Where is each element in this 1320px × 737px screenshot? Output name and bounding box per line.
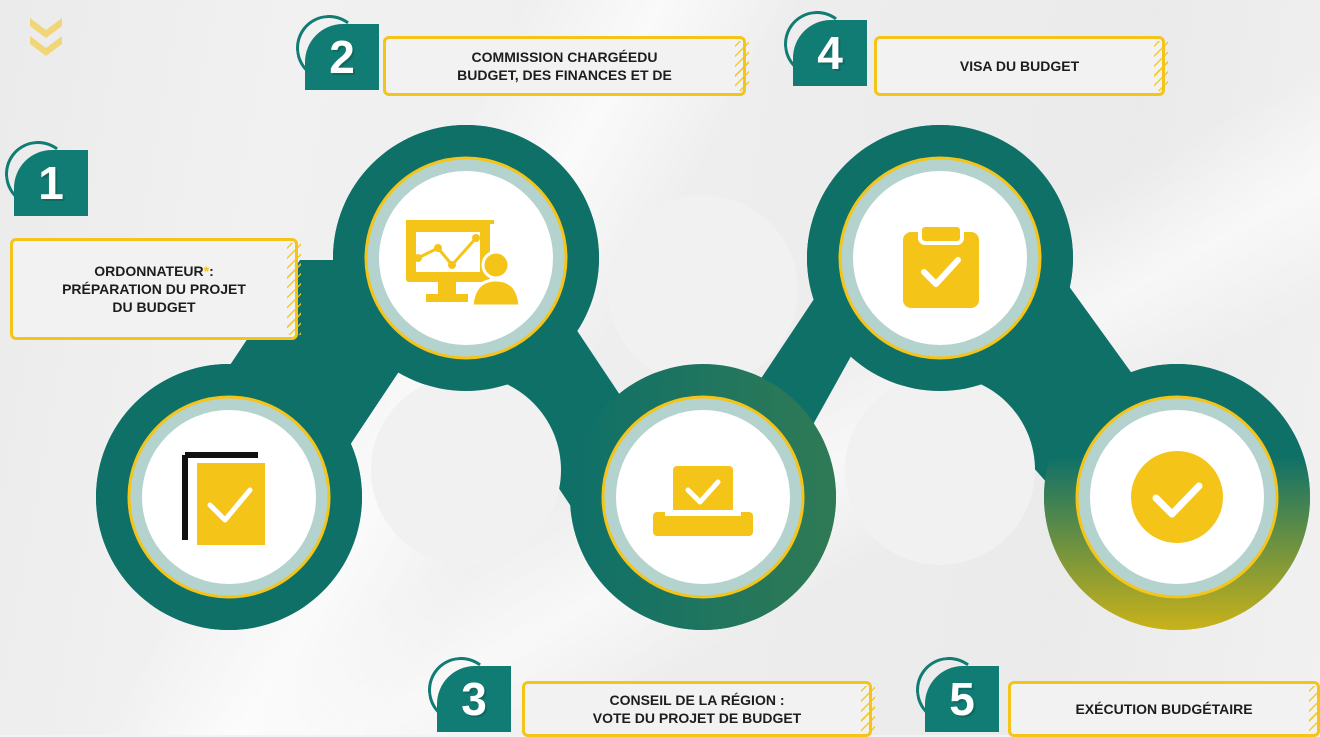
step-2-label: COMMISSION CHARGÉEDU BUDGET, DES FINANCE…	[383, 36, 749, 96]
step-2-line-2: BUDGET, DES FINANCES ET DE	[457, 67, 672, 83]
double-chevron-down-icon	[30, 18, 62, 56]
asterisk-marker: *	[203, 263, 210, 279]
document-check-icon	[182, 452, 265, 545]
zigzag-ornament	[735, 41, 749, 91]
zigzag-ornament	[1309, 686, 1320, 732]
step-3-badge: 3	[437, 666, 511, 732]
step-5-line-1: EXÉCUTION BUDGÉTAIRE	[1075, 701, 1253, 717]
step-5-label: EXÉCUTION BUDGÉTAIRE	[1008, 681, 1320, 737]
step-1-label: ORDONNATEUR*: PRÉPARATION DU PROJET DU B…	[10, 238, 301, 340]
step-1-line-1: ORDONNATEUR	[94, 263, 204, 279]
step-2-line-1: COMMISSION CHARGÉEDU	[471, 49, 658, 65]
step-3-line-1: CONSEIL DE LA RÉGION :	[609, 692, 785, 708]
step-2-badge: 2	[305, 24, 379, 90]
step-4-line-1: VISA DU BUDGET	[959, 58, 1080, 74]
step-4-label: VISA DU BUDGET	[874, 36, 1168, 96]
check-circle-icon	[1131, 451, 1223, 543]
zigzag-ornament	[1154, 41, 1168, 91]
step-1-line-2: PRÉPARATION DU PROJET	[62, 281, 246, 297]
step-1-badge: 1	[14, 150, 88, 216]
ballot-box-icon	[653, 466, 753, 536]
presentation-icon	[406, 220, 522, 308]
step-1-colon: :	[209, 263, 214, 279]
step-1-line-3: DU BUDGET	[112, 299, 196, 315]
step-3-label: CONSEIL DE LA RÉGION : VOTE DU PROJET DE…	[522, 681, 875, 737]
step-4-badge: 4	[793, 20, 867, 86]
step-5-badge: 5	[925, 666, 999, 732]
zigzag-ornament	[861, 686, 875, 732]
step-3-line-2: VOTE DU PROJET DE BUDGET	[592, 710, 802, 726]
clipboard-check-icon	[903, 223, 979, 308]
zigzag-ornament	[287, 243, 301, 335]
